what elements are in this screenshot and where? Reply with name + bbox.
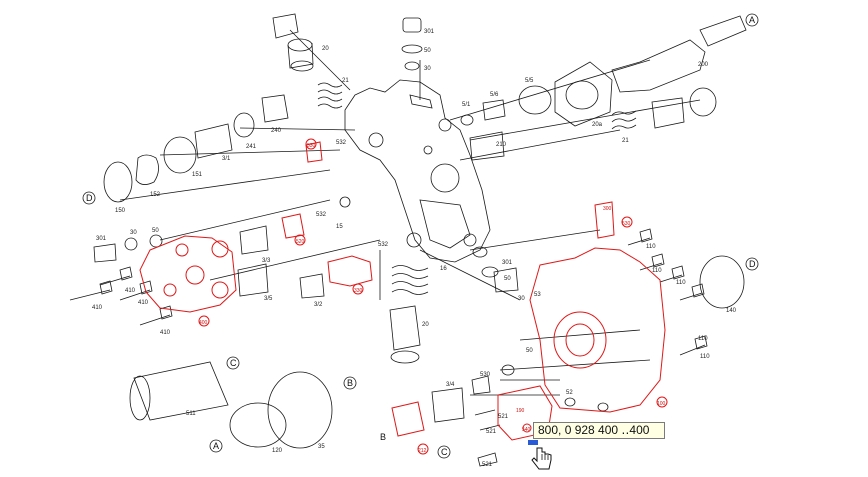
- label-511: 511: [186, 411, 196, 417]
- label-3-3: 3/3: [262, 258, 271, 264]
- label-120: 120: [272, 448, 283, 454]
- label-410-c: 410: [138, 300, 149, 306]
- red-label-bottom: 212: [418, 448, 427, 454]
- label-210: 210: [496, 142, 507, 148]
- red-label-mid3: 540: [522, 427, 531, 433]
- callout-b-left: B: [380, 432, 386, 442]
- label-521-b: 521: [486, 429, 497, 435]
- label-3-2: 3/2: [314, 302, 323, 308]
- red-label-pump: 190: [516, 408, 525, 414]
- label-532-a: 532: [336, 140, 347, 146]
- label-21-right: 21: [622, 138, 629, 144]
- label-3-5: 3/5: [264, 296, 273, 302]
- part-tooltip: 800, 0 928 400 ‥400: [533, 422, 665, 439]
- label-30-left: 30: [130, 230, 137, 236]
- label-30-mid: 30: [518, 296, 525, 302]
- label-410-a: 410: [92, 305, 103, 311]
- callout-a-bottom: A: [213, 441, 219, 451]
- label-410-b: 410: [125, 288, 136, 294]
- label-3-4: 3/4: [446, 382, 455, 388]
- label-110-b: 110: [652, 268, 662, 274]
- label-5-5: 5/5: [525, 78, 534, 84]
- red-label-mid2: 530: [622, 221, 631, 227]
- callout-c-bottom: C: [441, 447, 448, 457]
- label-532-c: 532: [378, 242, 389, 248]
- label-200: 200: [698, 62, 709, 68]
- label-5-6: 5/6: [490, 92, 499, 98]
- label-110-c: 110: [676, 280, 686, 286]
- label-301-top: 301: [424, 29, 435, 35]
- label-140: 140: [726, 308, 737, 314]
- label-20a: 20a: [592, 122, 603, 128]
- label-110-a: 110: [646, 244, 656, 250]
- label-21-top: 21: [342, 78, 349, 84]
- callout-a-top: A: [749, 15, 755, 25]
- label-50-low: 50: [526, 348, 533, 354]
- red-label-right1: 100: [657, 401, 666, 407]
- label-52: 52: [566, 390, 573, 396]
- red-label-left2: 400: [199, 320, 208, 326]
- label-53: 53: [534, 292, 541, 298]
- callout-d-right: D: [749, 259, 756, 269]
- label-20-mid: 20: [422, 322, 429, 328]
- label-110-e: 110: [700, 354, 710, 360]
- callout-d-left: D: [86, 193, 93, 203]
- label-521-a: 521: [498, 414, 509, 420]
- label-150: 150: [115, 208, 126, 214]
- hand-pointer-icon: [528, 440, 552, 470]
- callout-c-top: C: [230, 358, 237, 368]
- blue-marker: [528, 440, 538, 445]
- label-30-top: 30: [424, 66, 431, 72]
- label-15: 15: [336, 224, 343, 230]
- label-3-1: 3/1: [222, 156, 231, 162]
- label-410-d: 410: [160, 330, 171, 336]
- red-label-mid1: 330: [354, 288, 363, 294]
- label-16: 16: [440, 266, 447, 272]
- label-50-top: 50: [424, 48, 431, 54]
- label-152: 152: [150, 192, 161, 198]
- label-151: 151: [192, 172, 203, 178]
- label-50-mid: 50: [504, 276, 511, 282]
- red-label-top: 530: [307, 143, 316, 149]
- label-301-left: 301: [96, 236, 107, 242]
- red-label-right2: 300: [603, 206, 612, 212]
- label-530: 530: [480, 372, 491, 378]
- label-5-1: 5/1: [462, 102, 471, 108]
- callout-b-right: B: [347, 378, 353, 388]
- label-20-top: 20: [322, 46, 329, 52]
- red-label-left1: 520: [296, 239, 305, 245]
- label-532-b: 532: [316, 212, 327, 218]
- label-301-mid: 301: [502, 260, 513, 266]
- label-110-d: 110: [698, 336, 708, 342]
- label-50-left: 50: [152, 228, 159, 234]
- label-241: 241: [246, 144, 257, 150]
- label-240: 240: [271, 128, 282, 134]
- label-521-c: 521: [482, 462, 493, 468]
- label-35: 35: [318, 444, 325, 450]
